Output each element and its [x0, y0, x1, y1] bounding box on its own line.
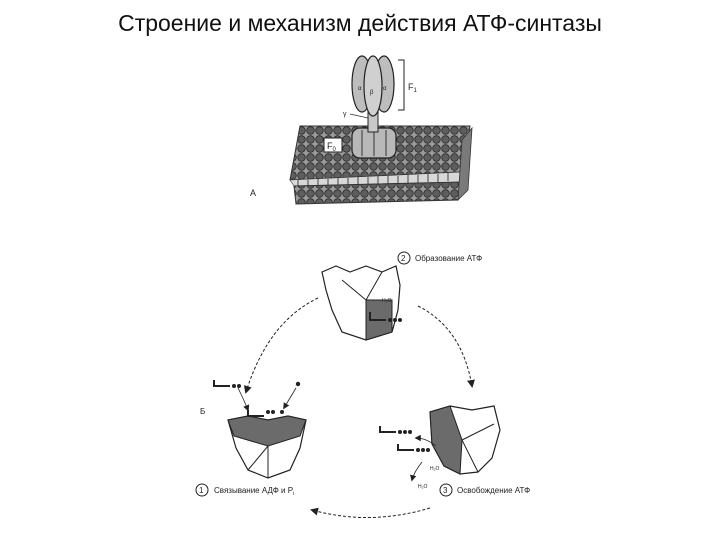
cycle-arrow-1	[243, 297, 319, 394]
atp-molecules-right	[379, 426, 437, 482]
beta-label: β	[370, 90, 374, 96]
f0-label: F0	[327, 141, 337, 153]
svg-text:Освобождение АТФ: Освобождение АТФ	[457, 486, 530, 495]
water-label-right-1: H₂O	[430, 466, 440, 472]
water-label-top: H₂O	[382, 298, 392, 304]
step-label-1: 1 Связывание АДФ и Рi	[195, 483, 294, 497]
panel-b-label: Б	[200, 407, 205, 416]
step-label-3: 3 Освобождение АТФ	[439, 483, 530, 497]
slide-title: Строение и механизм действия АТФ-синтазы	[118, 10, 602, 36]
svg-text:Связывание АДФ и Рi: Связывание АДФ и Рi	[214, 486, 294, 497]
f0-subunit	[351, 127, 397, 159]
alpha-label-2: α	[383, 86, 387, 92]
adp-molecule-left	[213, 380, 301, 417]
f1-bracket	[398, 59, 405, 111]
svg-text:Образование АТФ: Образование АТФ	[415, 254, 482, 263]
svg-text:1: 1	[199, 486, 204, 495]
svg-text:2: 2	[401, 254, 406, 263]
cycle-arrow-3	[310, 507, 431, 518]
f1-label: F1	[408, 82, 418, 94]
panel-a-label: А	[250, 188, 256, 198]
atp-molecule-top	[369, 312, 402, 322]
enzyme-state-1	[227, 415, 307, 479]
panel-b: H₂O Б	[195, 251, 530, 518]
enzyme-state-3	[429, 405, 501, 475]
panel-a: α β α γ F1 F0 А	[250, 55, 473, 205]
f1-head	[351, 55, 395, 117]
step-label-2: 2 Образование АТФ	[397, 251, 482, 265]
alpha-label: α	[358, 86, 362, 92]
water-label-right-2: H₂O	[418, 484, 428, 490]
gamma-label: γ	[343, 111, 347, 118]
cycle-arrow-2	[417, 305, 475, 388]
svg-text:3: 3	[443, 486, 448, 495]
